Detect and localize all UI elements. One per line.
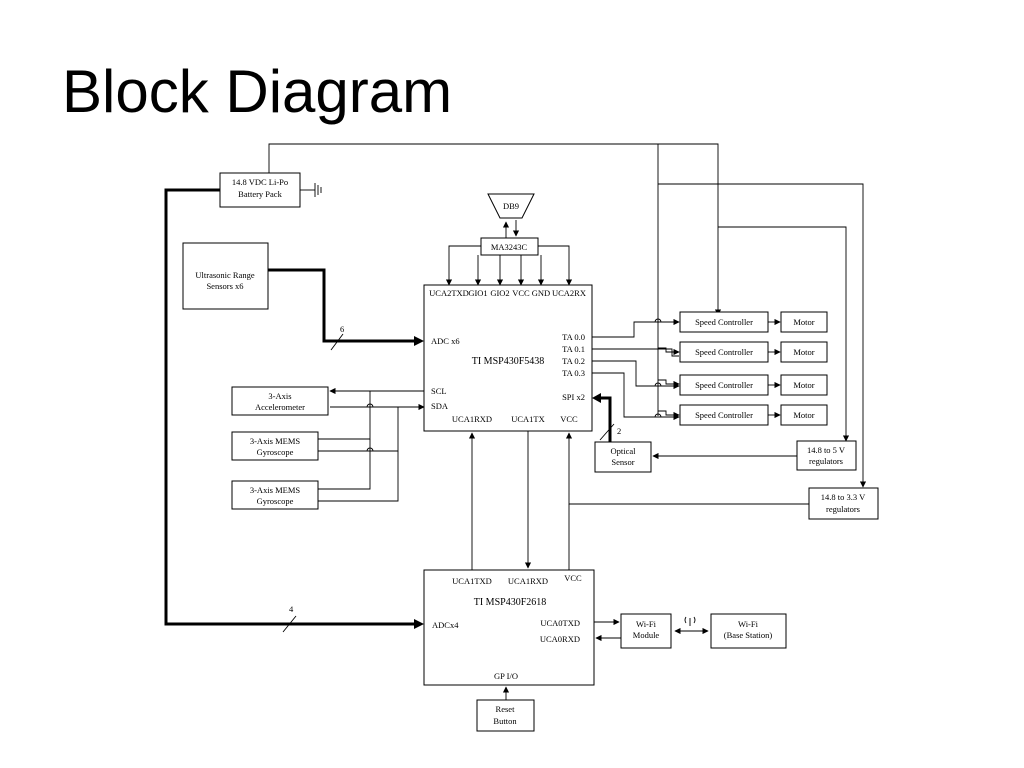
battery-pack-block: 14.8 VDC Li-Po Battery Pack bbox=[219, 172, 301, 208]
msp2-pin-vcc: VCC bbox=[564, 573, 582, 583]
speed-controller-2: Speed Controller bbox=[679, 341, 769, 363]
wifi-module-label-line1: Wi-Fi bbox=[636, 619, 657, 629]
spi-bus-width-label: 2 bbox=[617, 426, 621, 436]
msp1-pin-gio1: GIO1 bbox=[468, 288, 487, 298]
speed-controller-4-label: Speed Controller bbox=[695, 410, 753, 420]
msp1-pin-gnd: GND bbox=[532, 288, 550, 298]
speed-controller-1: Speed Controller bbox=[679, 311, 769, 333]
accelerometer-block: 3-Axis Accelerometer bbox=[231, 386, 329, 416]
msp2-pin-gpio: GP I/O bbox=[494, 671, 518, 681]
page-title: Block Diagram bbox=[62, 58, 453, 125]
optical-label-line1: Optical bbox=[610, 446, 636, 456]
msp1-pin-ta2: TA 0.2 bbox=[562, 356, 585, 366]
ground-symbol-icon bbox=[300, 183, 322, 197]
speed-controller-3: Speed Controller bbox=[679, 374, 769, 396]
ultrasonic-sensors-block: Ultrasonic Range Sensors x6 bbox=[182, 242, 269, 310]
ma3243c-label: MA3243C bbox=[491, 242, 528, 252]
db9-connector-block: DB9 bbox=[487, 193, 535, 219]
speed-controller-1-label: Speed Controller bbox=[695, 317, 753, 327]
reg33-label-line2: regulators bbox=[826, 504, 860, 514]
msp430f5438-block: UCA2TXD GIO1 GIO2 VCC GND UCA2RX ADC x6 … bbox=[423, 284, 593, 432]
motor-1: Motor bbox=[780, 311, 828, 333]
wifi-base-label-line1: Wi-Fi bbox=[738, 619, 759, 629]
msp1-pin-adc: ADC x6 bbox=[431, 336, 460, 346]
msp1-pin-gio2: GIO2 bbox=[490, 288, 509, 298]
msp1-pin-spi: SPI x2 bbox=[562, 392, 585, 402]
speed-controller-3-label: Speed Controller bbox=[695, 380, 753, 390]
gyroscope-block-2: 3-Axis MEMS Gyroscope bbox=[231, 480, 319, 510]
gyro1-label-line1: 3-Axis MEMS bbox=[250, 436, 301, 446]
motor-2: Motor bbox=[780, 341, 828, 363]
wifi-base-label-line2: (Base Station) bbox=[724, 630, 773, 640]
motor-4-label: Motor bbox=[793, 410, 814, 420]
adc2-bus-width-label: 4 bbox=[289, 604, 294, 614]
msp1-name: TI MSP430F5438 bbox=[472, 356, 545, 367]
msp2-pin-uca0rxd: UCA0RXD bbox=[540, 634, 580, 644]
msp1-pin-uca2txd: UCA2TXD bbox=[429, 288, 469, 298]
reset-button-block: Reset Button bbox=[476, 699, 535, 732]
msp2-pin-uca1rxd: UCA1RXD bbox=[508, 576, 548, 586]
gyro2-label-line1: 3-Axis MEMS bbox=[250, 485, 301, 495]
optical-label-line2: Sensor bbox=[611, 457, 634, 467]
wifi-module-block: Wi-Fi Module bbox=[620, 613, 672, 649]
ultrasonic-label-line2: Sensors x6 bbox=[206, 281, 243, 291]
regulator-5v-block: 14.8 to 5 V regulators bbox=[796, 440, 857, 471]
reg5-label-line2: regulators bbox=[809, 456, 843, 466]
accelerometer-label-line1: 3-Axis bbox=[268, 391, 291, 401]
msp1-pin-vcc: VCC bbox=[512, 288, 530, 298]
optical-sensor-block: Optical Sensor bbox=[594, 441, 652, 473]
battery-label-line2: Battery Pack bbox=[238, 189, 282, 199]
speed-controller-4: Speed Controller bbox=[679, 404, 769, 426]
battery-label-line1: 14.8 VDC Li-Po bbox=[232, 177, 288, 187]
reg33-label-line1: 14.8 to 3.3 V bbox=[821, 492, 866, 502]
msp1-pin-uca1rxd: UCA1RXD bbox=[452, 414, 492, 424]
reg5-label-line1: 14.8 to 5 V bbox=[807, 445, 846, 455]
accelerometer-label-line2: Accelerometer bbox=[255, 402, 305, 412]
wireless-signal-icon bbox=[684, 616, 696, 626]
motor-3: Motor bbox=[780, 374, 828, 396]
db9-label: DB9 bbox=[503, 201, 519, 211]
msp1-pin-sda: SDA bbox=[431, 401, 449, 411]
msp2-pin-adc: ADCx4 bbox=[432, 620, 459, 630]
regulator-3v3-block: 14.8 to 3.3 V regulators bbox=[808, 487, 879, 520]
msp1-pin-uca1tx: UCA1TX bbox=[511, 414, 545, 424]
motor-4: Motor bbox=[780, 404, 828, 426]
motor-2-label: Motor bbox=[793, 347, 814, 357]
gyroscope-block-1: 3-Axis MEMS Gyroscope bbox=[231, 431, 319, 461]
msp2-pin-uca0txd: UCA0TXD bbox=[540, 618, 580, 628]
ultrasonic-label-line1: Ultrasonic Range bbox=[195, 270, 254, 280]
msp1-pin-ta0: TA 0.0 bbox=[562, 332, 585, 342]
msp1-pin-scl: SCL bbox=[431, 386, 447, 396]
msp430f2618-block: UCA1TXD UCA1RXD VCC TI MSP430F2618 ADCx4… bbox=[423, 569, 595, 686]
speed-controller-2-label: Speed Controller bbox=[695, 347, 753, 357]
reset-label-line2: Button bbox=[493, 716, 517, 726]
msp1-pin-ta3: TA 0.3 bbox=[562, 368, 585, 378]
msp1-pin-vcc-bottom: VCC bbox=[560, 414, 578, 424]
motor-3-label: Motor bbox=[793, 380, 814, 390]
wifi-base-station-block: Wi-Fi (Base Station) bbox=[710, 613, 787, 649]
msp1-pin-ta1: TA 0.1 bbox=[562, 344, 585, 354]
motor-1-label: Motor bbox=[793, 317, 814, 327]
adc-bus-width-label: 6 bbox=[340, 324, 344, 334]
gyro1-label-line2: Gyroscope bbox=[257, 447, 294, 457]
msp2-name: TI MSP430F2618 bbox=[474, 597, 547, 608]
msp1-pin-uca2rx: UCA2RX bbox=[552, 288, 586, 298]
reset-label-line1: Reset bbox=[496, 704, 516, 714]
gyro2-label-line2: Gyroscope bbox=[257, 496, 294, 506]
msp2-pin-uca1txd: UCA1TXD bbox=[452, 576, 492, 586]
ma3243c-block: MA3243C bbox=[480, 237, 539, 256]
wifi-module-label-line2: Module bbox=[633, 630, 660, 640]
